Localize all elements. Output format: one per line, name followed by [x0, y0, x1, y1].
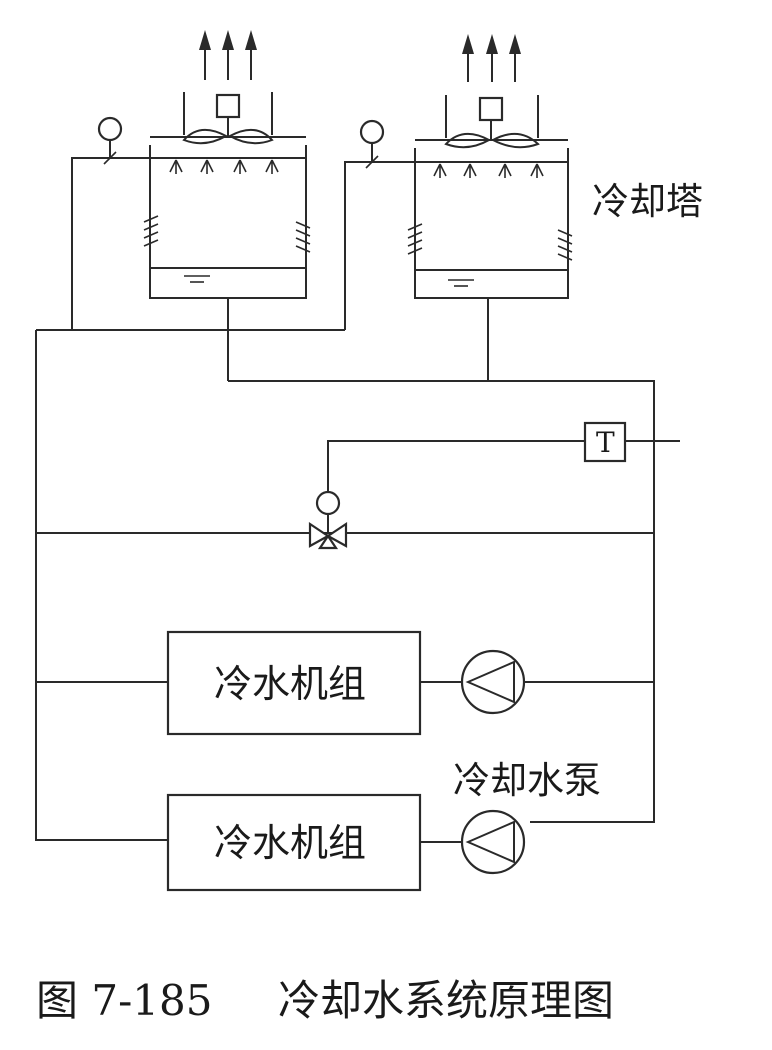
cooling-pump-2 [460, 809, 526, 875]
figure-number: 图 7-185 [36, 976, 212, 1025]
temperature-control-line [327, 440, 680, 492]
temperature-sensor-box [583, 421, 627, 463]
exhaust-arrows-1 [199, 30, 257, 80]
spray-nozzles-2 [433, 163, 544, 178]
chiller-unit-1: 冷水机组 [166, 630, 422, 736]
cooling-pump-1 [460, 649, 526, 715]
tower-1-inlet-valve [97, 116, 123, 165]
cooling-pump-label: 冷却水泵 [453, 759, 601, 802]
spray-nozzles-1 [169, 159, 279, 174]
tower-2-inlet-valve [359, 119, 385, 169]
air-inlet-louvers-1 [143, 215, 311, 253]
temperature-sensor-label: T [596, 426, 615, 459]
chiller-unit-2: 冷水机组 [166, 793, 422, 892]
air-inlet-louvers-2 [407, 223, 573, 261]
cooling-tower-1 [143, 30, 311, 299]
figure-title: 冷却水系统原理图 [278, 976, 614, 1025]
tower-inlet-pipes [36, 157, 415, 331]
fan-motor-2 [478, 96, 504, 122]
three-way-bypass-valve [308, 490, 348, 550]
exhaust-arrows-2 [462, 34, 521, 82]
tower-outlet-pipes [227, 298, 655, 823]
fan-motor-1 [215, 93, 241, 119]
main-supply-riser [35, 330, 168, 841]
cooling-tower-label: 冷却塔 [592, 180, 703, 223]
cooling-tower-2 [407, 34, 573, 299]
chiller-unit-1-label: 冷水机组 [214, 662, 366, 706]
chiller-unit-2-label: 冷水机组 [214, 821, 366, 865]
